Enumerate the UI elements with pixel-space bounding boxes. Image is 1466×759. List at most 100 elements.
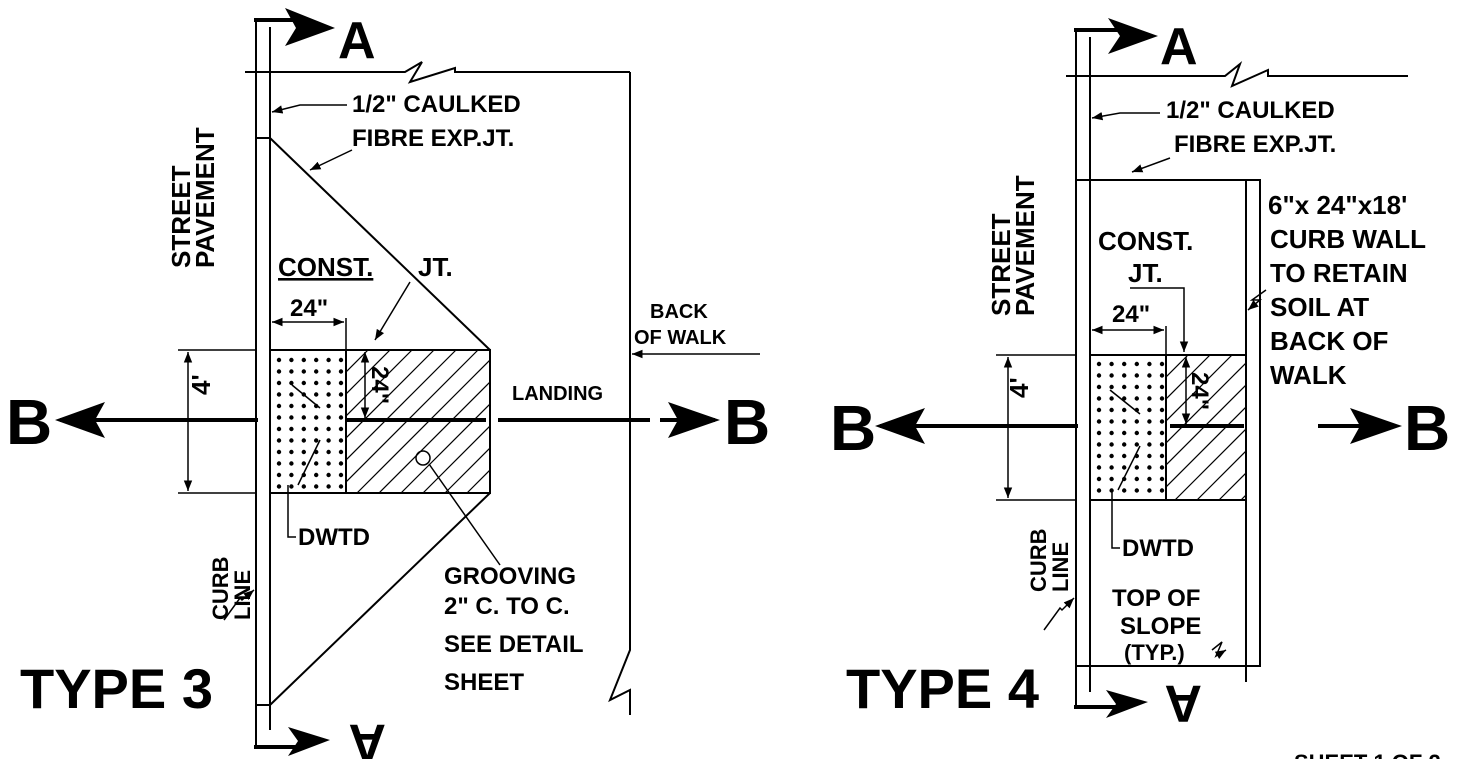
type4-const-label: CONST. xyxy=(1098,226,1193,256)
dwtd-dot xyxy=(1096,396,1102,401)
dwtd-dot xyxy=(1109,373,1114,378)
dwtd-dot xyxy=(289,357,294,363)
type4-section-b-left-label: B xyxy=(830,392,876,464)
type4-section-b-left-arrow xyxy=(875,408,925,444)
dwtd-dot xyxy=(326,426,331,432)
dwtd-dot xyxy=(301,438,306,443)
dwtd-dot xyxy=(1122,453,1127,459)
type4-section-a-top-arrow xyxy=(1108,18,1158,54)
type4-top-of-slope-line1: TOP OF xyxy=(1112,585,1200,612)
type3-detail: A A B B 4' xyxy=(6,8,770,759)
dwtd-dot xyxy=(314,472,319,478)
dwtd-dot xyxy=(1096,430,1102,436)
dwtd-dot xyxy=(301,426,306,432)
type4-curb-wall-line6: WALK xyxy=(1270,360,1347,390)
dwtd-dot xyxy=(326,357,331,363)
dwtd-dot xyxy=(338,369,344,374)
dwtd-dot xyxy=(1122,407,1127,413)
dwtd-dot xyxy=(1159,361,1165,367)
dwtd-dot xyxy=(276,357,282,363)
dwtd-dot xyxy=(1096,476,1102,482)
type3-dim-4-label: 4' xyxy=(186,374,216,395)
type4-exp-jt-line1: 1/2" CAULKED xyxy=(1166,97,1335,124)
dwtd-dot xyxy=(1096,361,1102,367)
type4-curb-wall-line5: BACK OF xyxy=(1270,326,1388,356)
dwtd-dot xyxy=(276,380,282,386)
dwtd-dot xyxy=(326,380,331,386)
type3-dwtd-dots xyxy=(276,357,344,489)
dwtd-dot xyxy=(1096,407,1102,413)
type3-back-label: BACK xyxy=(650,301,708,323)
dwtd-dot xyxy=(1109,430,1114,436)
type3-dim-24-vertical-label: 24" xyxy=(366,366,393,404)
type3-dwtd-label: DWTD xyxy=(298,524,370,551)
dwtd-dot xyxy=(1147,373,1152,378)
dwtd-dot xyxy=(301,357,306,363)
dwtd-dot xyxy=(276,461,282,466)
dwtd-dot xyxy=(326,415,331,420)
type3-pavement-label: PAVEMENT xyxy=(190,127,220,268)
type4-const-jt-leader xyxy=(1130,287,1189,352)
dwtd-dot xyxy=(1122,488,1127,493)
dwtd-dot xyxy=(1109,407,1114,413)
dwtd-dot xyxy=(1159,407,1165,413)
dwtd-dot xyxy=(1159,488,1165,493)
type3-back-of-walk-line xyxy=(608,72,631,715)
type4-section-a-bottom-leader xyxy=(1074,705,1118,709)
dwtd-dot xyxy=(289,403,294,409)
dwtd-dot xyxy=(326,449,331,455)
dwtd-dot xyxy=(276,392,282,397)
type4-dwtd-leader-a xyxy=(1109,389,1141,415)
type3-section-a-top-arrow xyxy=(285,8,335,46)
dwtd-dot xyxy=(1159,442,1165,447)
dwtd-dot xyxy=(1109,419,1114,424)
type3-ramp-outline xyxy=(269,349,491,494)
dwtd-dot xyxy=(338,403,344,409)
dwtd-dot xyxy=(1096,442,1102,447)
type4-dwtd-label: DWTD xyxy=(1122,535,1194,562)
dwtd-dot xyxy=(301,380,306,386)
dwtd-dot xyxy=(1109,396,1114,401)
type4-section-a-top-leader xyxy=(1074,28,1120,32)
type4-curb-wall-line4: SOIL AT xyxy=(1270,292,1369,322)
type3-section-b-right-arrow xyxy=(668,402,720,438)
dwtd-dot xyxy=(1159,430,1165,436)
dwtd-dot xyxy=(289,461,294,466)
type3-section-a-bottom-label: A xyxy=(348,713,386,759)
type4-dim-24-vertical-label: 24" xyxy=(1186,372,1213,410)
dwtd-dot xyxy=(276,438,282,443)
dwtd-dot xyxy=(1096,453,1102,459)
dwtd-dot xyxy=(289,449,294,455)
type3-section-b-left-arrow xyxy=(55,402,105,438)
dwtd-dot xyxy=(1159,453,1165,459)
dwtd-dot xyxy=(1122,430,1127,436)
hatch-line xyxy=(1218,472,1246,500)
dwtd-dot xyxy=(1147,407,1152,413)
type3-upper-flare xyxy=(269,137,491,351)
dwtd-dot xyxy=(1109,384,1114,390)
dwtd-dot xyxy=(314,415,319,420)
dwtd-dot xyxy=(338,484,344,489)
dwtd-dot xyxy=(1147,384,1152,390)
dwtd-dot xyxy=(276,449,282,455)
dwtd-dot xyxy=(1122,373,1127,378)
dwtd-dot xyxy=(1134,442,1140,447)
type4-pavement-label: PAVEMENT xyxy=(1010,175,1040,316)
dwtd-dot xyxy=(276,415,282,420)
dwtd-dot xyxy=(1147,465,1152,470)
type4-exp-jt-leader-b xyxy=(1131,157,1171,173)
type3-const-jt-leader xyxy=(374,281,411,341)
dwtd-dot xyxy=(276,369,282,374)
dwtd-dot xyxy=(1147,396,1152,401)
dwtd-dot xyxy=(338,357,344,363)
type4-section-a-bottom-label: A xyxy=(1164,674,1202,732)
type3-dim-24-horizontal-label: 24" xyxy=(290,295,328,322)
type4-curb-wall-leader xyxy=(1247,289,1267,311)
dwtd-dot xyxy=(1159,465,1165,470)
dwtd-dot xyxy=(1122,419,1127,424)
dwtd-dot xyxy=(289,484,294,489)
sheet-label: SHEET 1 OF 2 xyxy=(1294,750,1441,759)
dwtd-dot xyxy=(338,426,344,432)
type3-top-break-line xyxy=(245,61,630,84)
type3-curb-label: CURB xyxy=(208,556,233,620)
